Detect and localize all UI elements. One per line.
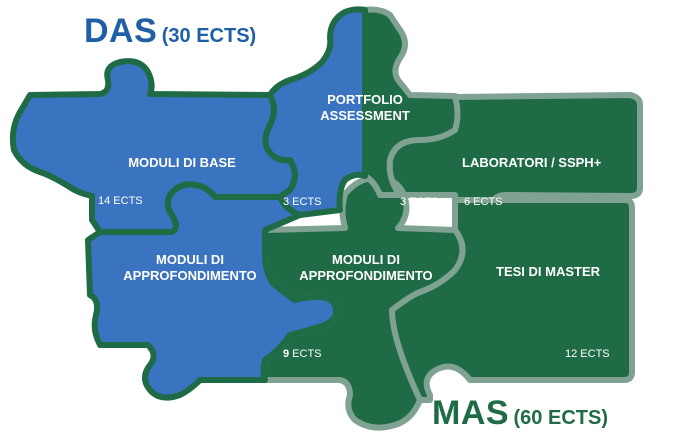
mas-title: MAS (60 ECTS) <box>432 396 608 430</box>
portfolio-label-line1: PORTFOLIO <box>327 92 403 107</box>
moduli-appr-mas-line1: MODULI DI <box>332 252 400 267</box>
piece-portfolio-right <box>362 6 461 198</box>
piece-moduli-appr-das <box>85 181 340 401</box>
tesi-label: TESI DI MASTER <box>496 264 601 279</box>
moduli-appr-mas-ects: 9 ECTS <box>283 348 322 361</box>
moduli-appr-das-line1: MODULI DI <box>156 252 224 267</box>
das-title-sub: (30 ECTS) <box>161 25 257 47</box>
moduli-appr-mas-line2: APPROFONDIMENTO <box>299 267 433 283</box>
portfolio-label: PORTFOLIO ASSESSMENT <box>300 92 430 123</box>
moduli-base-label: MODULI DI BASE <box>128 155 236 170</box>
portfolio-ects-left: 3 ECTS <box>283 196 322 208</box>
piece-portfolio-left <box>262 6 368 218</box>
moduli-appr-das-line2: APPROFONDIMENTO <box>123 267 257 283</box>
moduli-appr-mas-ects-unit: ECTS <box>289 348 322 360</box>
mas-title-main: MAS <box>432 394 510 432</box>
tesi-ects: 12 ECTS <box>565 348 610 360</box>
portfolio-label-line2: ASSESSMENT <box>320 107 410 123</box>
moduli-appr-das-label: MODULI DI APPROFONDIMENTO <box>110 252 270 283</box>
laboratori-ects: 6 ECTS <box>464 196 503 208</box>
moduli-base-ects: 14 ECTS <box>98 195 143 207</box>
moduli-appr-mas-label: MODULI DI APPROFONDIMENTO <box>286 252 446 283</box>
moduli-appr-das-ects: 13 ECTS <box>104 348 149 360</box>
das-title: DAS (30 ECTS) <box>84 14 256 48</box>
mas-title-sub: (60 ECTS) <box>513 407 608 429</box>
moduli-appr-mas-ects-num: 9 <box>283 348 290 360</box>
portfolio-ects-right: 3 ECTS <box>400 196 439 208</box>
das-title-main: DAS <box>84 12 158 50</box>
laboratori-label: LABORATORI / SSPH+ <box>462 155 602 170</box>
